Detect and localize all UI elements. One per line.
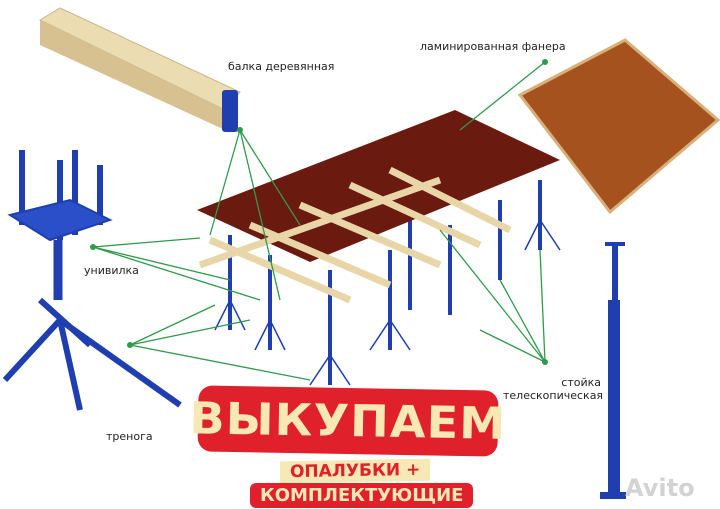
table-formwork-illustration <box>197 110 561 386</box>
buyout-banner: ВЫКУПАЕМ <box>189 385 507 457</box>
telescopic-prop-illustration <box>600 242 626 499</box>
plywood-sheet-illustration <box>517 38 720 215</box>
avito-watermark: Avito <box>625 474 695 502</box>
unifork-illustration <box>7 150 113 300</box>
banner-subtitle-2: КОМПЛЕКТУЮЩИЕ <box>250 483 474 508</box>
tripod-illustration <box>2 297 182 411</box>
label-prop-line1: стойка <box>561 376 601 389</box>
label-plywood: ламинированная фанера <box>420 40 566 53</box>
banner-title: ВЫКУПАЕМ <box>189 392 507 450</box>
label-unifork: унивилка <box>84 264 139 277</box>
banner-subtitle-1: ОПАЛУБКИ + <box>279 458 431 484</box>
label-prop-line2: телескопическая <box>503 389 604 402</box>
label-tripod: тренога <box>106 430 153 443</box>
label-beam: балка деревянная <box>228 60 335 73</box>
wooden-beam-illustration <box>38 7 241 132</box>
leader-lines <box>92 61 546 381</box>
leader-dots <box>90 59 548 365</box>
